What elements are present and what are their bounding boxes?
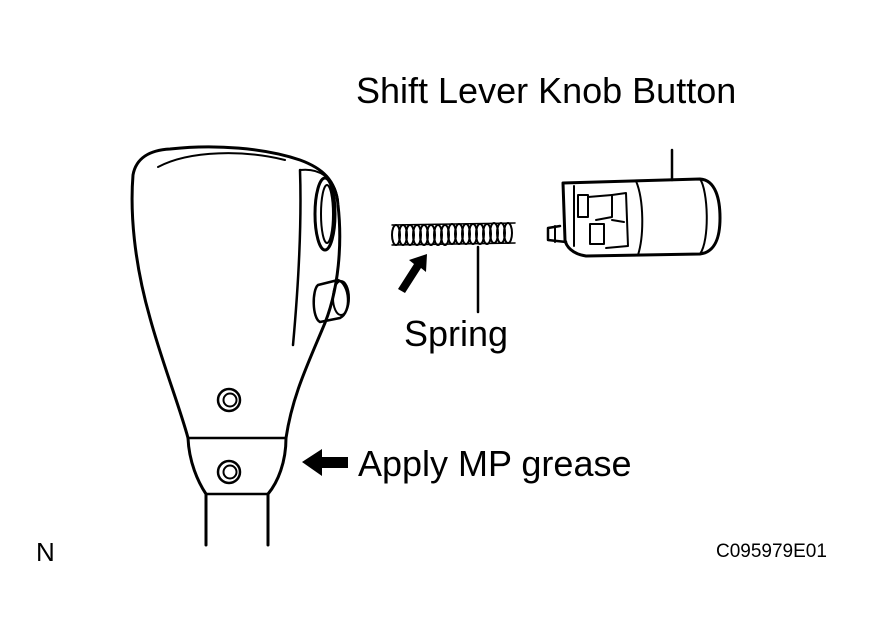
grease-instruction-label: Apply MP grease [358,443,632,484]
figure-code-label: C095979E01 [716,541,827,562]
knob-button [546,177,722,258]
knob-sleeve [186,436,288,496]
knob-button-label: Shift Lever Knob Button [356,70,737,111]
spring [391,222,516,246]
grease-arrow-icon [302,449,348,476]
corner-mark-label: N [36,537,55,567]
spring-label: Spring [404,313,509,354]
install-arrow-icon [398,254,427,293]
lever-shaft [204,492,270,547]
shift-knob [130,145,350,440]
